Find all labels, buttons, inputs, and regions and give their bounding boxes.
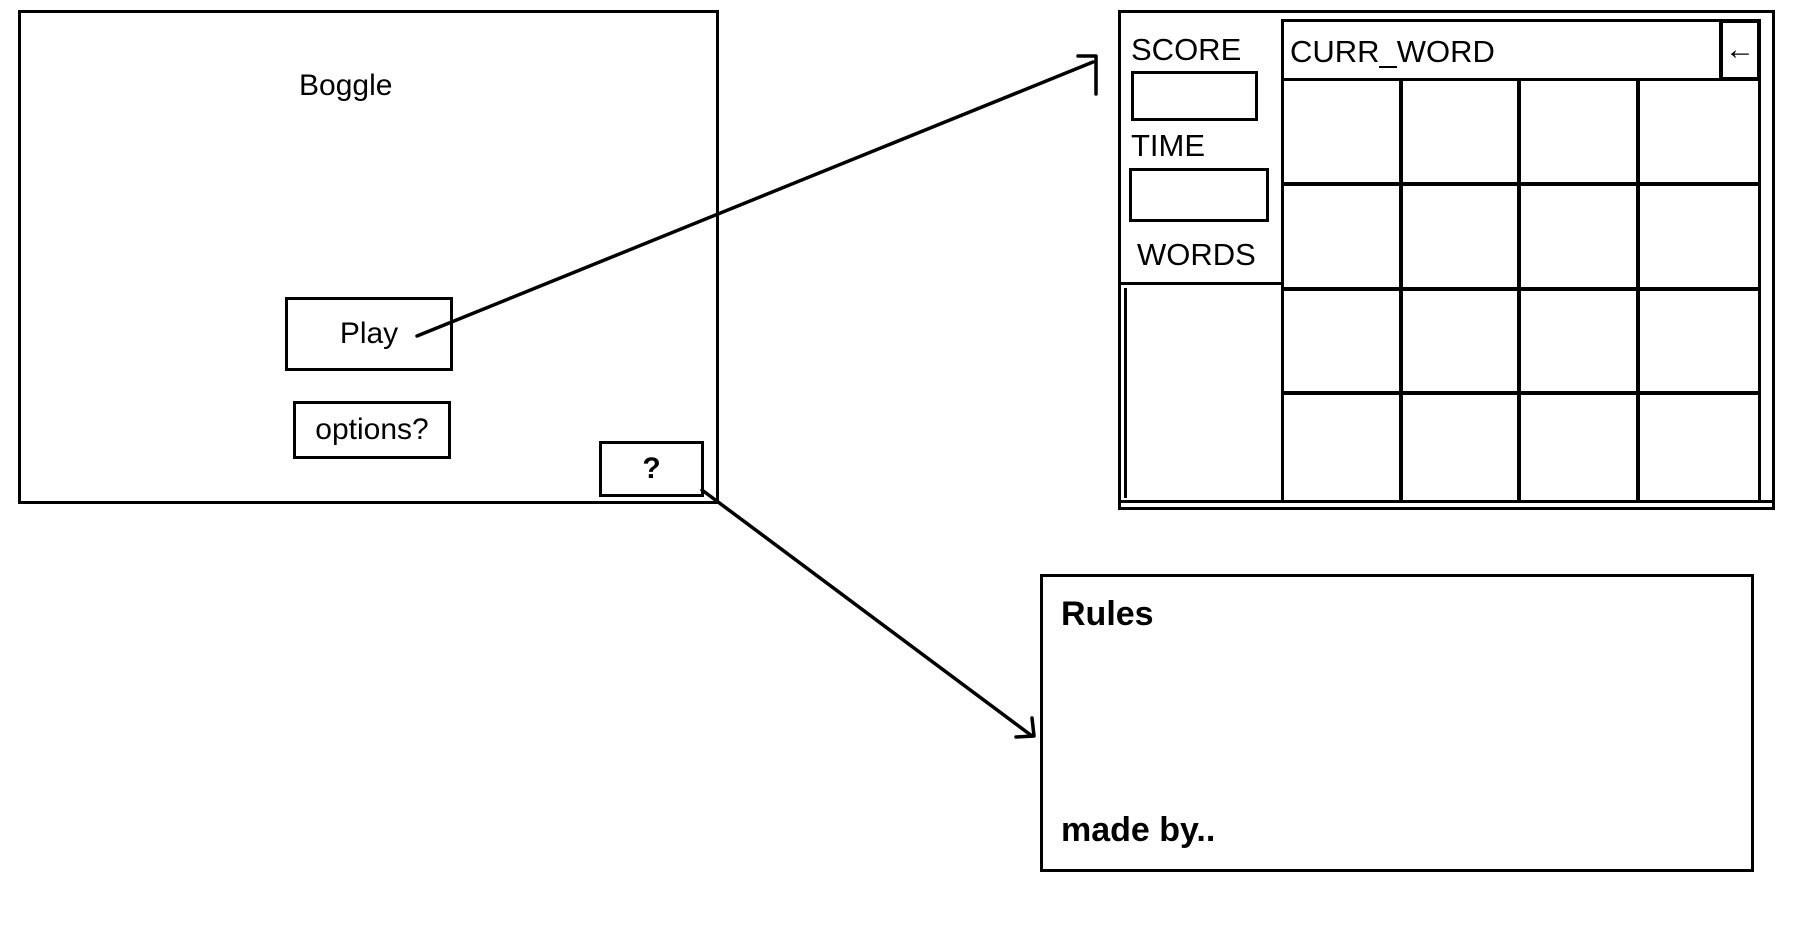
grid-cell[interactable] xyxy=(1521,81,1640,186)
grid-cell[interactable] xyxy=(1284,290,1403,396)
words-label: WORDS xyxy=(1137,237,1256,272)
play-button[interactable]: Play xyxy=(285,297,453,371)
grid-cell[interactable] xyxy=(1402,81,1521,186)
current-word: CURR_WORD xyxy=(1290,34,1495,69)
grid-cell[interactable] xyxy=(1403,395,1521,500)
arrow-left-icon: ← xyxy=(1725,33,1755,66)
words-list[interactable] xyxy=(1124,288,1278,498)
letter-grid xyxy=(1281,81,1761,500)
grid-cell[interactable] xyxy=(1640,395,1759,500)
grid-cell[interactable] xyxy=(1284,81,1403,186)
rules-footer: made by.. xyxy=(1061,811,1216,849)
back-button[interactable]: ← xyxy=(1719,19,1761,81)
options-button[interactable]: options? xyxy=(293,401,451,459)
help-to-rules-arrowhead xyxy=(1014,716,1036,739)
game-screen-bottom-line xyxy=(1121,500,1772,503)
game-screen: SCORE TIME WORDS CURR_WORD ← xyxy=(1118,10,1775,510)
help-to-rules-arrow xyxy=(700,488,1034,738)
play-button-label: Play xyxy=(339,317,399,350)
grid-cell[interactable] xyxy=(1402,290,1521,396)
score-label: SCORE xyxy=(1131,32,1242,67)
help-button-label: ? xyxy=(642,452,661,485)
grid-cell[interactable] xyxy=(1284,185,1403,291)
current-word-bar: CURR_WORD ← xyxy=(1281,19,1761,81)
time-display xyxy=(1129,168,1269,222)
grid-cell[interactable] xyxy=(1639,186,1758,291)
time-label: TIME xyxy=(1131,128,1206,163)
grid-cell[interactable] xyxy=(1639,81,1758,186)
grid-cell[interactable] xyxy=(1639,291,1758,396)
rules-screen: Rules made by.. xyxy=(1040,574,1754,872)
grid-cell[interactable] xyxy=(1521,290,1640,396)
grid-cell[interactable] xyxy=(1284,395,1403,500)
words-divider xyxy=(1121,282,1281,285)
help-button[interactable]: ? xyxy=(599,441,704,497)
play-to-game-arrowhead xyxy=(1076,54,1098,96)
app-title: Boggle xyxy=(299,69,393,102)
menu-screen: Boggle Play options? ? xyxy=(18,10,719,504)
grid-cell[interactable] xyxy=(1521,395,1640,500)
rules-title: Rules xyxy=(1061,595,1154,633)
options-button-label: options? xyxy=(315,413,429,446)
grid-cell[interactable] xyxy=(1521,185,1640,291)
score-display xyxy=(1131,71,1258,121)
grid-cell[interactable] xyxy=(1402,185,1521,291)
